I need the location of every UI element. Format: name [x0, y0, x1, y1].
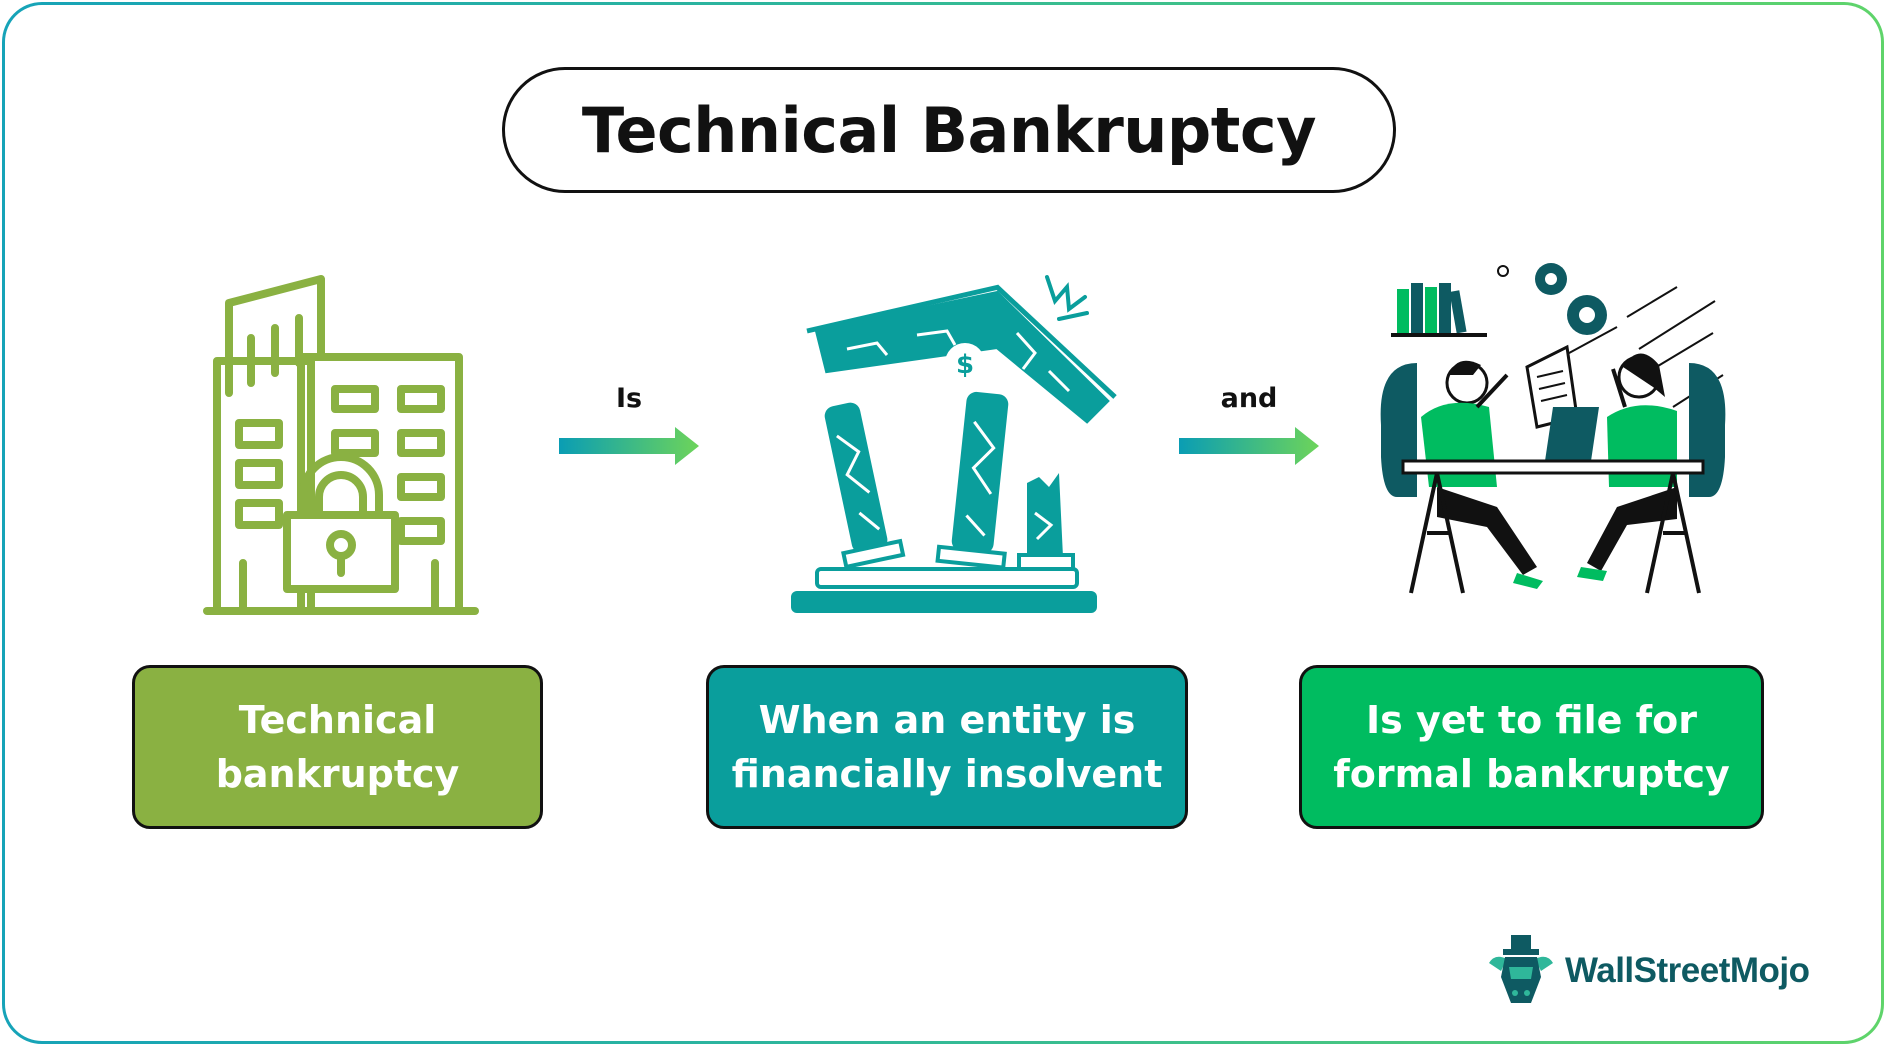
connector-is: Is	[557, 383, 701, 467]
title-pill: Technical Bankruptcy	[502, 67, 1396, 193]
box-line: Is yet to file for	[1366, 698, 1697, 742]
arrow-right-icon	[1179, 427, 1319, 465]
stressed-people-icon	[1380, 263, 1726, 594]
box-financially-insolvent: When an entity is financially insolvent	[706, 665, 1188, 829]
box-line: bankruptcy	[215, 752, 460, 796]
box-text: When an entity is financially insolvent	[732, 693, 1163, 801]
box-yet-to-file: Is yet to file for formal bankruptcy	[1299, 665, 1764, 829]
arrow-right-icon	[559, 427, 699, 465]
connector-label-is: Is	[615, 383, 643, 414]
box-text: Technical bankruptcy	[216, 693, 460, 801]
page-title: Technical Bankruptcy	[581, 93, 1317, 167]
connector-and: and	[1177, 383, 1321, 467]
brand-name: WallStreetMojo	[1565, 951, 1810, 990]
box-line: Technical	[238, 698, 437, 742]
box-technical-bankruptcy: Technical bankruptcy	[132, 665, 543, 829]
svg-text:$: $	[956, 350, 974, 380]
locked-building-icon	[203, 275, 479, 615]
box-line: When an entity is	[758, 698, 1136, 742]
box-line: financially insolvent	[731, 752, 1163, 796]
canvas: Technical Bankruptcy	[5, 5, 1881, 1041]
collapsing-bank-icon: $	[791, 275, 1117, 613]
connector-label-and: and	[1220, 383, 1278, 414]
box-text: Is yet to file for formal bankruptcy	[1333, 693, 1730, 801]
brand-logo: WallStreetMojo	[1485, 933, 1810, 1009]
box-line: formal bankruptcy	[1333, 752, 1730, 796]
bull-mascot-icon	[1489, 935, 1553, 1003]
